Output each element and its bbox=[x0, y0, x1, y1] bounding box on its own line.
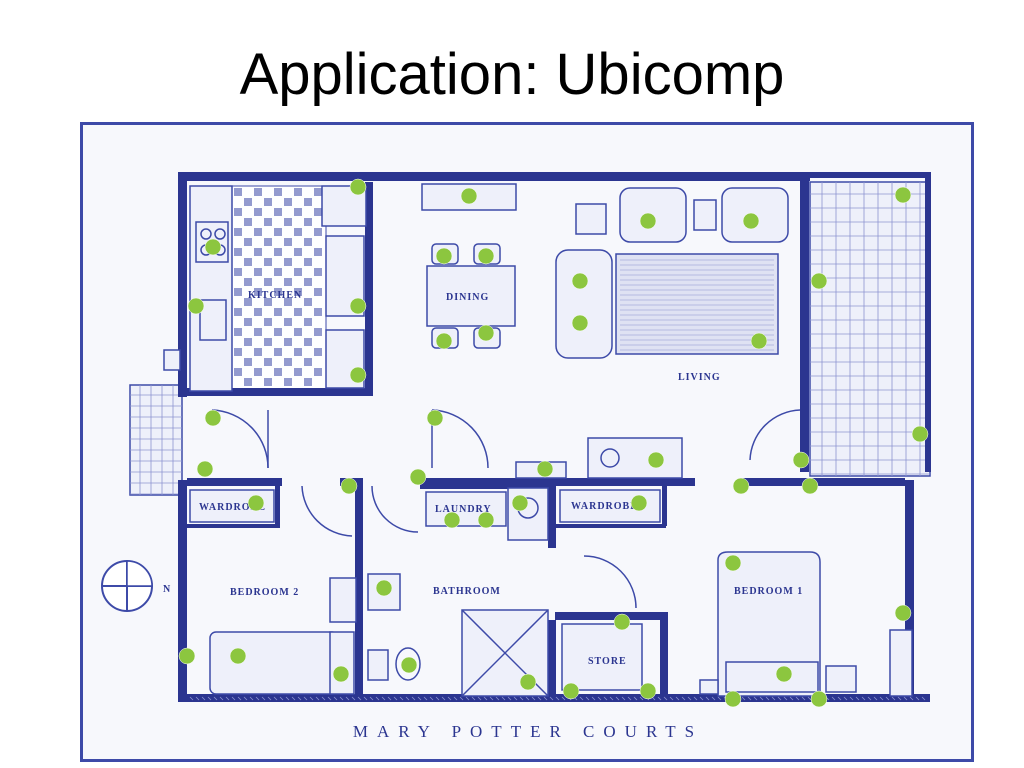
exterior-walls bbox=[178, 172, 931, 702]
laundry-fixtures bbox=[189, 487, 661, 541]
room-label-bedroom2: BEDROOM 2 bbox=[230, 587, 299, 598]
sensor-dot bbox=[724, 554, 742, 572]
sensor-dot bbox=[426, 409, 444, 427]
sensor-dot bbox=[613, 613, 631, 631]
sensor-dot bbox=[894, 604, 912, 622]
sensor-dot bbox=[647, 451, 665, 469]
plan-footer-label: MARY POTTER COURTS bbox=[353, 722, 703, 741]
sensor-dot bbox=[477, 511, 495, 529]
sensor-dot bbox=[724, 690, 742, 708]
room-label-laundry: LAUNDRY bbox=[435, 504, 492, 515]
room-label-wardrobe-right: WARDROBE bbox=[571, 501, 638, 512]
room-label-kitchen: KITCHEN bbox=[248, 290, 302, 301]
sensor-dot bbox=[443, 511, 461, 529]
sensor-dot bbox=[332, 665, 350, 683]
terrace-left bbox=[129, 384, 183, 496]
sensor-dot bbox=[349, 366, 367, 384]
bedroom2-furniture bbox=[209, 577, 357, 695]
sensor-dot bbox=[571, 272, 589, 290]
room-label-dining: DINING bbox=[446, 292, 489, 303]
bottom-wall-hatch bbox=[189, 696, 926, 701]
sensor-dot bbox=[911, 425, 929, 443]
living-furniture bbox=[515, 187, 789, 479]
sensor-dot bbox=[810, 272, 828, 290]
sensor-dot bbox=[894, 186, 912, 204]
sensor-dot bbox=[349, 297, 367, 315]
room-label-store: STORE bbox=[588, 656, 627, 667]
sensor-dot bbox=[229, 647, 247, 665]
sensor-dot bbox=[511, 494, 529, 512]
sensor-dot bbox=[178, 647, 196, 665]
sensor-dot bbox=[409, 468, 427, 486]
sensor-dot bbox=[375, 579, 393, 597]
sensor-dot bbox=[810, 690, 828, 708]
sensor-dot bbox=[801, 477, 819, 495]
sensor-dot bbox=[204, 409, 222, 427]
sensor-dot bbox=[204, 238, 222, 256]
sensor-dot bbox=[630, 494, 648, 512]
terrace-right bbox=[809, 181, 931, 477]
sensor-dot bbox=[477, 247, 495, 265]
sensor-dot bbox=[247, 494, 265, 512]
interior-walls bbox=[187, 182, 905, 698]
sensor-dot bbox=[187, 297, 205, 315]
sensor-dot bbox=[792, 451, 810, 469]
compass-north-label: N bbox=[163, 584, 171, 595]
sensor-dot bbox=[196, 460, 214, 478]
bedroom1-furniture bbox=[699, 551, 913, 697]
sensor-dot bbox=[742, 212, 760, 230]
sensor-dot bbox=[639, 212, 657, 230]
store-fixtures bbox=[561, 623, 643, 691]
dining-set bbox=[421, 183, 517, 349]
sensor-dot bbox=[775, 665, 793, 683]
sensor-dot bbox=[435, 332, 453, 350]
sensor-dot bbox=[460, 187, 478, 205]
sensor-dot bbox=[732, 477, 750, 495]
sensor-dot bbox=[349, 178, 367, 196]
sensor-dot bbox=[571, 314, 589, 332]
sensor-dot bbox=[340, 477, 358, 495]
sensor-dot bbox=[536, 460, 554, 478]
room-label-bedroom1: BEDROOM 1 bbox=[734, 586, 803, 597]
sensor-dot bbox=[639, 682, 657, 700]
slide-title: Application: Ubicomp bbox=[239, 42, 785, 107]
kitchen-floor-pattern bbox=[231, 185, 327, 395]
compass-icon bbox=[101, 560, 153, 612]
room-label-living: LIVING bbox=[678, 372, 721, 383]
kitchen-counters bbox=[163, 185, 367, 392]
sensor-dot bbox=[562, 682, 580, 700]
room-label-bathroom: BATHROOM bbox=[433, 586, 501, 597]
sensor-dot bbox=[477, 324, 495, 342]
sensor-dot bbox=[435, 247, 453, 265]
sensor-dot bbox=[400, 656, 418, 674]
sensor-dot bbox=[750, 332, 768, 350]
sensor-dot bbox=[519, 673, 537, 691]
sensor-layer bbox=[178, 178, 929, 708]
room-label-wardrobe-left: WARDROBE bbox=[199, 502, 266, 513]
